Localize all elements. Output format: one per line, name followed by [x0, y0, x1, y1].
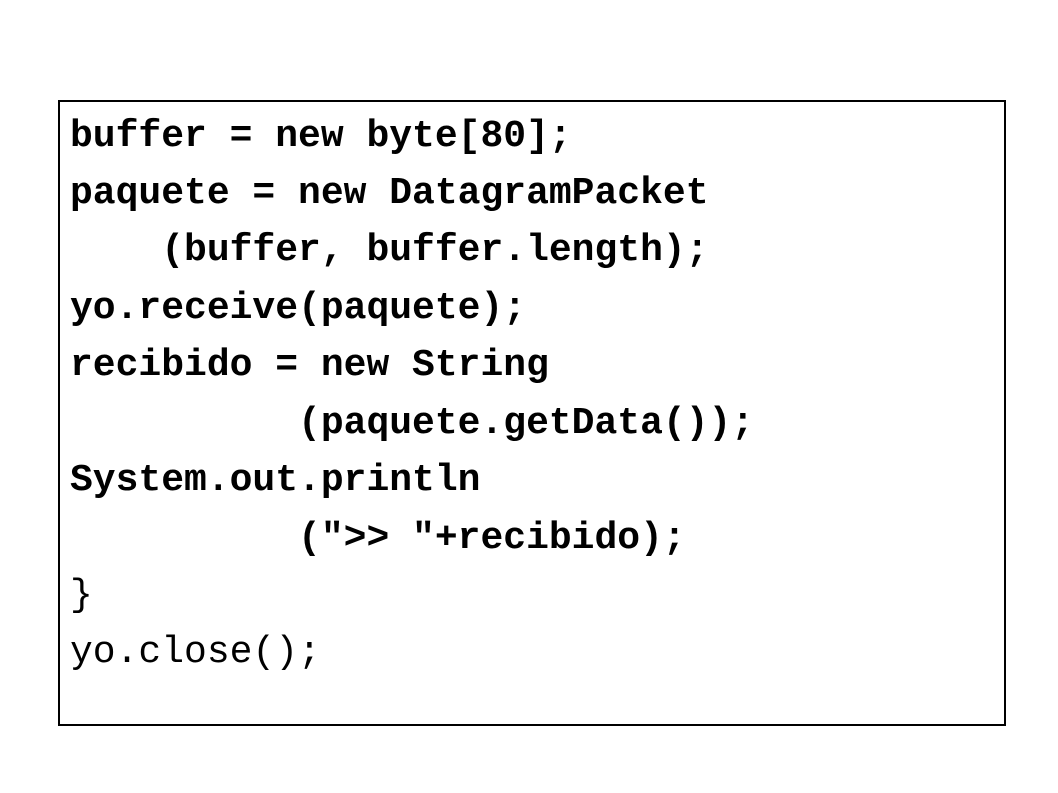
code-line-3: (buffer, buffer.length);: [70, 229, 709, 272]
code-box: buffer = new byte[80]; paquete = new Dat…: [58, 100, 1006, 726]
code-line-10: yo.close();: [70, 631, 321, 674]
code-line-9: }: [70, 574, 93, 617]
code-line-4: yo.receive(paquete);: [70, 287, 527, 330]
code-line-7: System.out.println: [70, 459, 481, 502]
code-line-8: (">> "+recibido);: [70, 517, 686, 560]
code-line-2: paquete = new DatagramPacket: [70, 172, 709, 215]
code-line-1: buffer = new byte[80];: [70, 115, 572, 158]
code-line-6: (paquete.getData());: [70, 402, 755, 445]
code-line-5: recibido = new String: [70, 344, 549, 387]
